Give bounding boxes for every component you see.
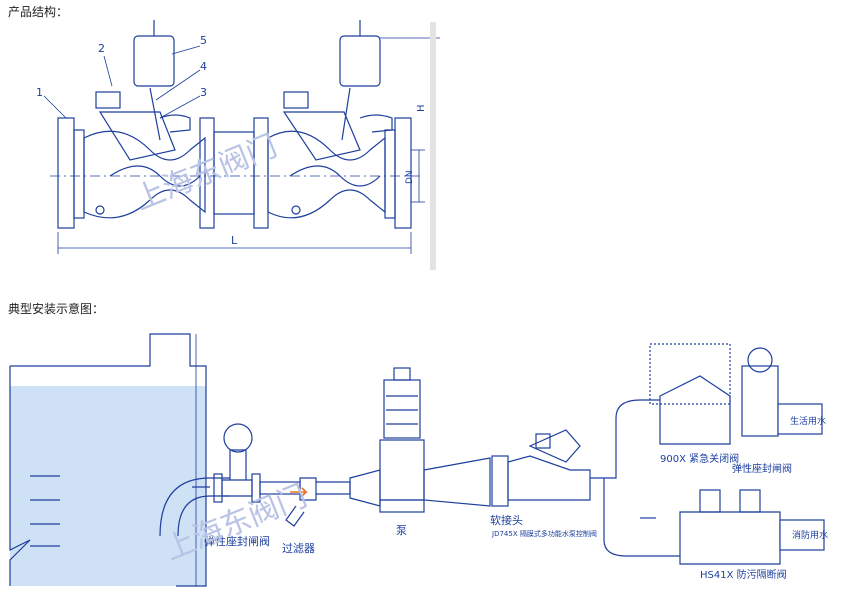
part-number-1: 1 — [36, 86, 43, 99]
control-valve-label: JD745X 隔膜式多功能水泵控制阀 — [491, 529, 597, 538]
water-tank — [10, 333, 207, 587]
installation-diagram: 弹性座封闸阀 过滤器 泵 软接头 JD745X 隔膜式多功能水泵控制阀 900X… — [9, 333, 828, 587]
flow-arrow-orange — [290, 487, 308, 497]
gate-valve-top-label: 弹性座封闸阀 — [732, 462, 792, 475]
part-number-5: 5 — [200, 34, 207, 47]
part-number-3: 3 — [200, 86, 207, 99]
tank-water — [10, 386, 206, 586]
dimension-H: H — [416, 104, 427, 112]
filter-label: 过滤器 — [282, 542, 315, 555]
right-flange — [384, 129, 396, 219]
watermark-top: 上海东阀门 — [130, 129, 282, 218]
left-flange — [57, 117, 75, 229]
dimension-L: L — [231, 234, 238, 247]
gate-valve-label: 弹性座封闸阀 — [204, 534, 270, 548]
valve-structure-drawing: 1 2 3 4 5 H DN L 上海东阀门 — [36, 20, 440, 270]
domestic-water-label: 生活用水 — [790, 415, 826, 427]
left-valve-body — [83, 130, 206, 219]
suction-pipe — [159, 477, 230, 537]
control-valve — [507, 455, 591, 501]
backflow-valve — [679, 511, 781, 565]
emergency-valve — [659, 375, 731, 445]
pump — [379, 439, 425, 501]
hose-label: 软接头 — [490, 513, 523, 527]
fire-water-label: 消防用水 — [792, 529, 828, 541]
part-number-4: 4 — [200, 60, 207, 73]
flexible-hose — [491, 455, 509, 507]
backflow-valve-label: HS41X 防污隔断阀 — [700, 568, 787, 581]
emergency-valve-label: 900X 紧急关闭阀 — [660, 452, 739, 465]
part-number-2: 2 — [98, 42, 105, 55]
structure-section-title: 产品结构： — [8, 5, 69, 19]
right-valve-body — [267, 130, 386, 219]
install-section-title: 典型安装示意图： — [8, 302, 105, 316]
dimension-DN: DN — [405, 170, 415, 184]
gate-valve-left — [221, 449, 253, 497]
pump-label: 泵 — [396, 524, 407, 537]
